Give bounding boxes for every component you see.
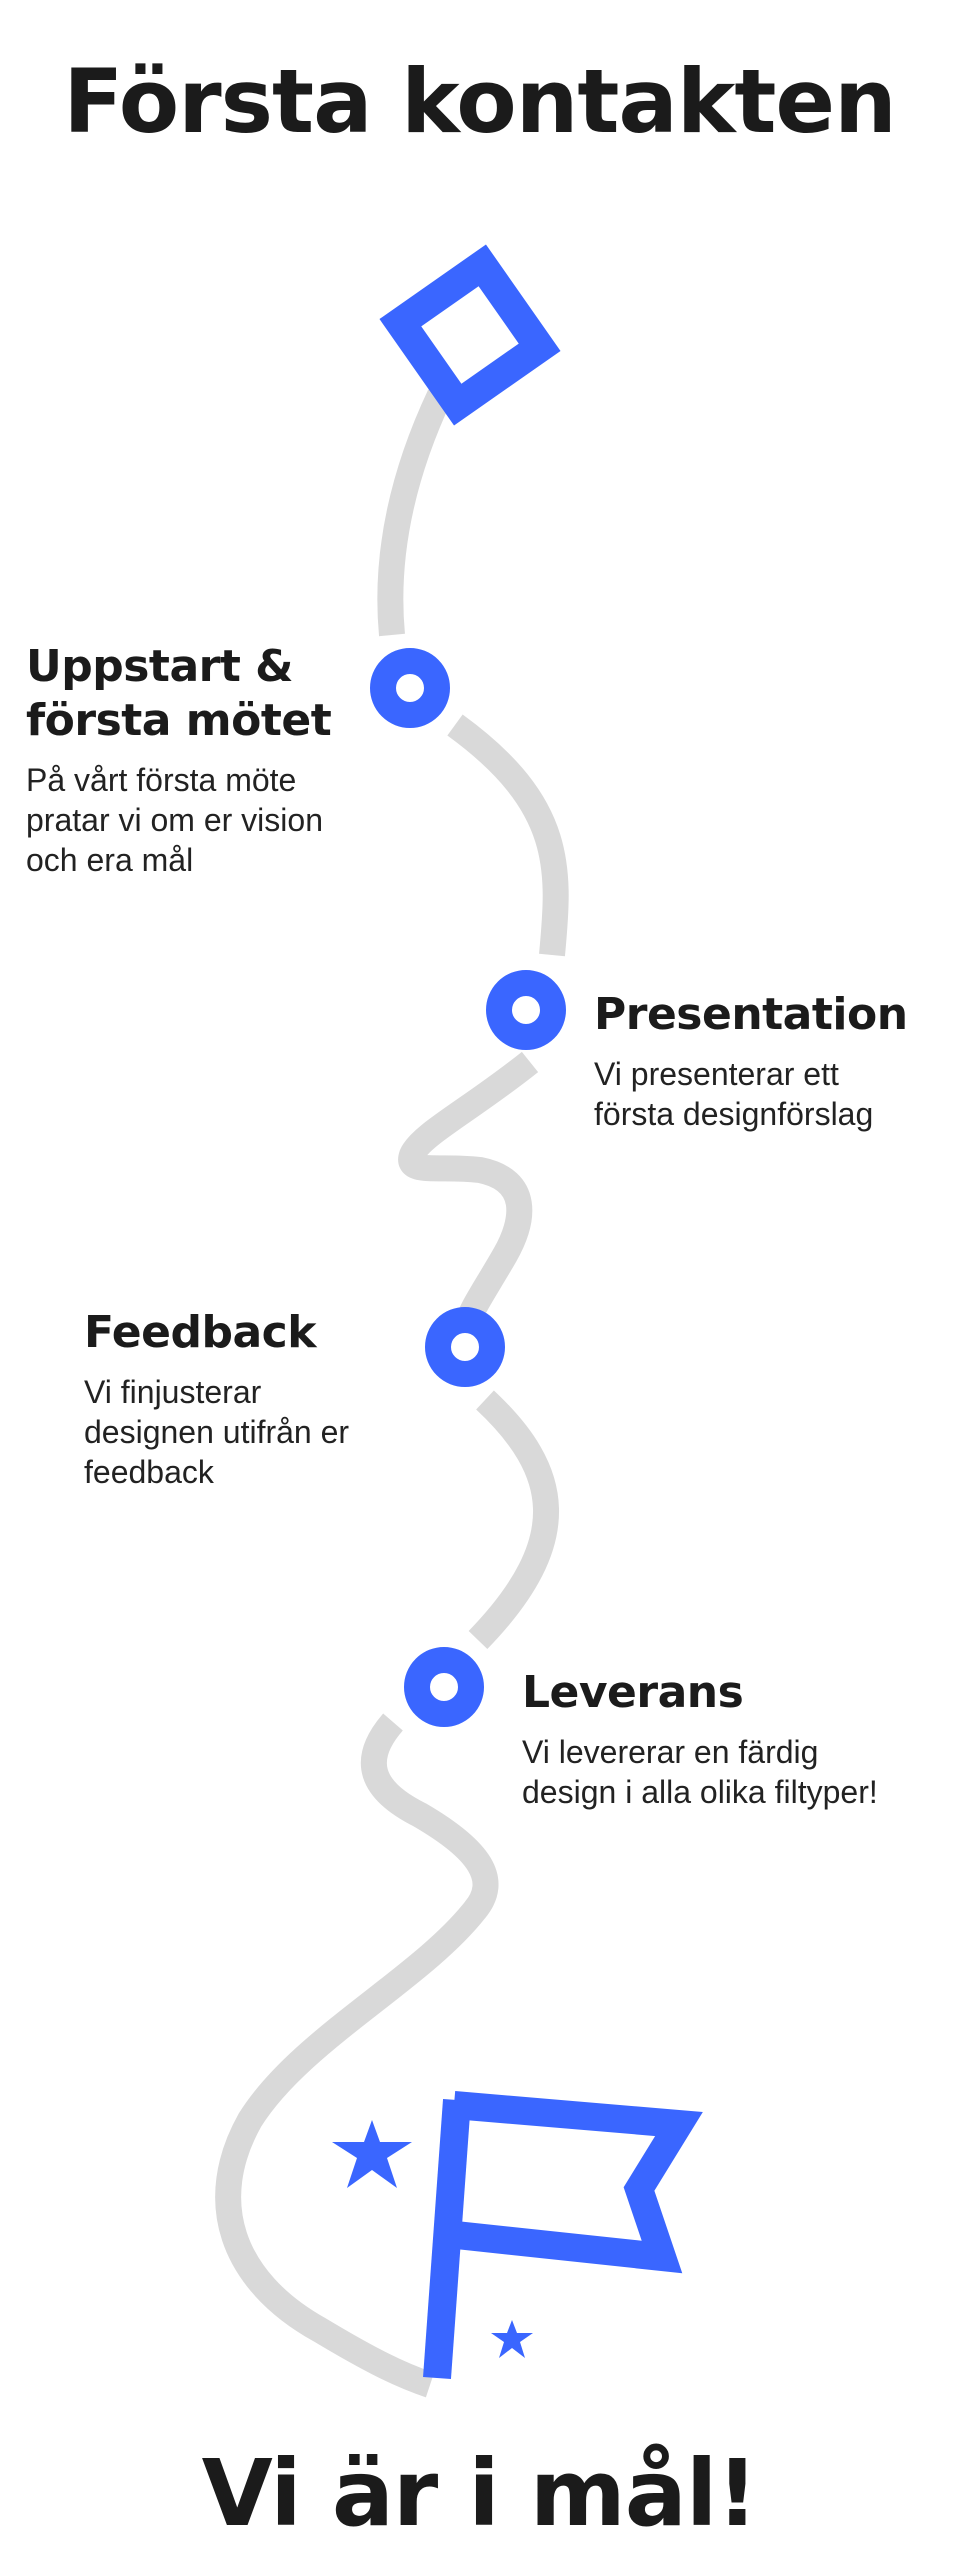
step-description: Vi presenterar ett första designförslag <box>594 1056 874 1132</box>
step-title: Feedback <box>84 1307 316 1358</box>
start-diamond-icon <box>379 244 561 426</box>
finish-title: Vi är i mål! <box>201 2440 759 2547</box>
step-description: På vårt första möte pratar vi om er visi… <box>26 762 323 878</box>
milestone-ring-icon <box>404 1647 484 1727</box>
page-title: Första kontakten <box>63 50 897 153</box>
path-segment-5 <box>215 1713 499 2398</box>
step-description: Vi levererar en färdig design i alla oli… <box>522 1734 878 1810</box>
step-presentation: Presentation Vi presenterar ett första d… <box>594 988 954 1134</box>
milestone-ring-icon <box>486 970 566 1050</box>
path-segment-4 <box>468 1390 559 1650</box>
path-segment-3 <box>398 1051 539 1334</box>
finish-flag-icon <box>423 2091 703 2380</box>
step-title: Uppstart & första mötet <box>26 640 366 748</box>
step-title-line: Uppstart & <box>26 641 294 692</box>
step-description: Vi finjusterar designen utifrån er feedb… <box>84 1374 350 1490</box>
path-segment-2 <box>447 714 569 957</box>
star-icon <box>491 2320 533 2358</box>
step-feedback: Feedback Vi finjusterar designen utifrån… <box>84 1306 424 1492</box>
step-title: Leverans <box>522 1667 744 1718</box>
step-title-line: första mötet <box>26 695 332 746</box>
step-uppstart: Uppstart & första mötet På vårt första m… <box>26 640 366 880</box>
step-leverans: Leverans Vi levererar en färdig design i… <box>522 1666 942 1812</box>
milestone-ring-icon <box>370 648 450 728</box>
path-segment-1 <box>377 389 452 637</box>
milestone-ring-icon <box>425 1307 505 1387</box>
star-icon <box>332 2120 412 2188</box>
step-title: Presentation <box>594 989 908 1040</box>
winding-path <box>215 389 569 2398</box>
